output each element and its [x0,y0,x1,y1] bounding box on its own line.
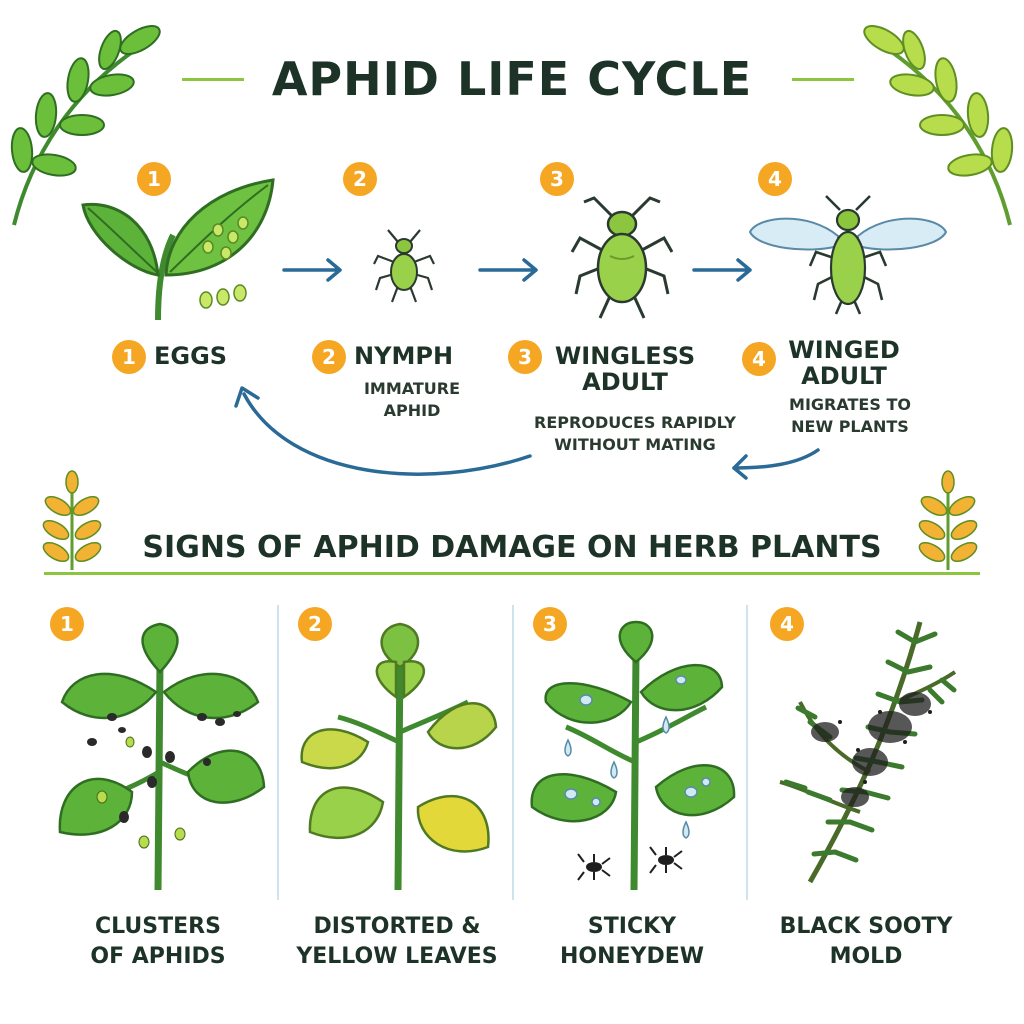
wingless-adult-aphid-icon [570,196,674,319]
section-sprig-left-icon [42,470,102,570]
yellow-distorted-leaves-icon [300,622,498,891]
stage-1-name: EGGS [154,342,228,370]
damage-2-caption-line2: YELLOW LEAVES [296,944,498,969]
damage-3-caption-line1: STICKY [587,914,677,939]
stage-4-label-badge: 4 [742,342,776,376]
damage-4-caption: BLACK SOOTY MOLD [748,912,984,972]
damage-3-caption-line2: HONEYDEW [559,944,705,969]
corner-sprig-left-icon [10,25,161,226]
stage-2-description: IMMATURE APHID [363,379,461,420]
column-divider [512,605,514,900]
stage-3-label-badge: 3 [508,340,542,374]
damage-1-caption-line2: OF APHIDS [90,944,226,969]
stage-2-label-badge: 2 [312,340,346,374]
damage-4-caption-line1: BLACK SOOTY [779,914,953,939]
section-sprig-right-icon [918,470,978,570]
arrow-right-icon [692,258,752,282]
damage-3-badge: 3 [533,607,567,641]
stage-4-name: WINGED ADULT [788,336,900,390]
sooty-mold-rosemary-icon [779,621,957,884]
basil-aphid-clusters-icon [58,622,266,891]
damage-3-caption: STICKY HONEYDEW [514,912,750,972]
eggs-on-leaf-icon [81,178,275,321]
sticky-honeydew-icon [530,620,736,891]
stage-1-badge: 1 [137,162,171,196]
damage-2-caption: DISTORTED & YELLOW LEAVES [279,912,515,972]
stage-2-label: 2 NYMPH [312,340,453,374]
damage-4-badge: 4 [770,607,804,641]
title-rule-left [182,78,244,81]
damage-2-caption-line1: DISTORTED & [313,914,481,939]
damage-section-title: SIGNS OF APHID DAMAGE ON HERB PLANTS [142,530,882,565]
stage-3-badge: 3 [540,162,574,196]
stage-3-label: 3 WINGLESS ADULT [508,340,708,395]
stage-4-label: 4 WINGED ADULT [742,334,922,389]
arrow-right-icon [282,258,342,282]
stage-1-label: 1 EGGS [112,340,227,374]
arrow-right-icon [478,258,538,282]
title-rule-right [792,78,854,81]
cycle-return-arrow-icon [732,448,820,480]
corner-sprig-right-icon [863,25,1014,226]
stage-2-name: NYMPH [354,342,454,370]
stage-2-badge: 2 [343,162,377,196]
winged-adult-aphid-icon [748,195,948,315]
stage-3-name: WINGLESS ADULT [554,342,696,396]
column-divider [277,605,279,900]
damage-section-rule [44,572,980,575]
damage-4-caption-line2: MOLD [829,944,903,969]
damage-1-badge: 1 [50,607,84,641]
nymph-aphid-icon [373,229,435,303]
column-divider [746,605,748,900]
damage-1-caption: CLUSTERS OF APHIDS [40,912,276,972]
cycle-return-arrow-icon [234,386,532,476]
damage-2-badge: 2 [298,607,332,641]
damage-1-caption-line1: CLUSTERS [95,914,221,939]
stage-3-description: REPRODUCES RAPIDLY WITHOUT MATING [534,413,736,454]
stage-1-label-badge: 1 [112,340,146,374]
page-title: APHID LIFE CYCLE [271,52,753,106]
stage-4-badge: 4 [758,162,792,196]
stage-4-description: MIGRATES TO NEW PLANTS [789,395,911,436]
